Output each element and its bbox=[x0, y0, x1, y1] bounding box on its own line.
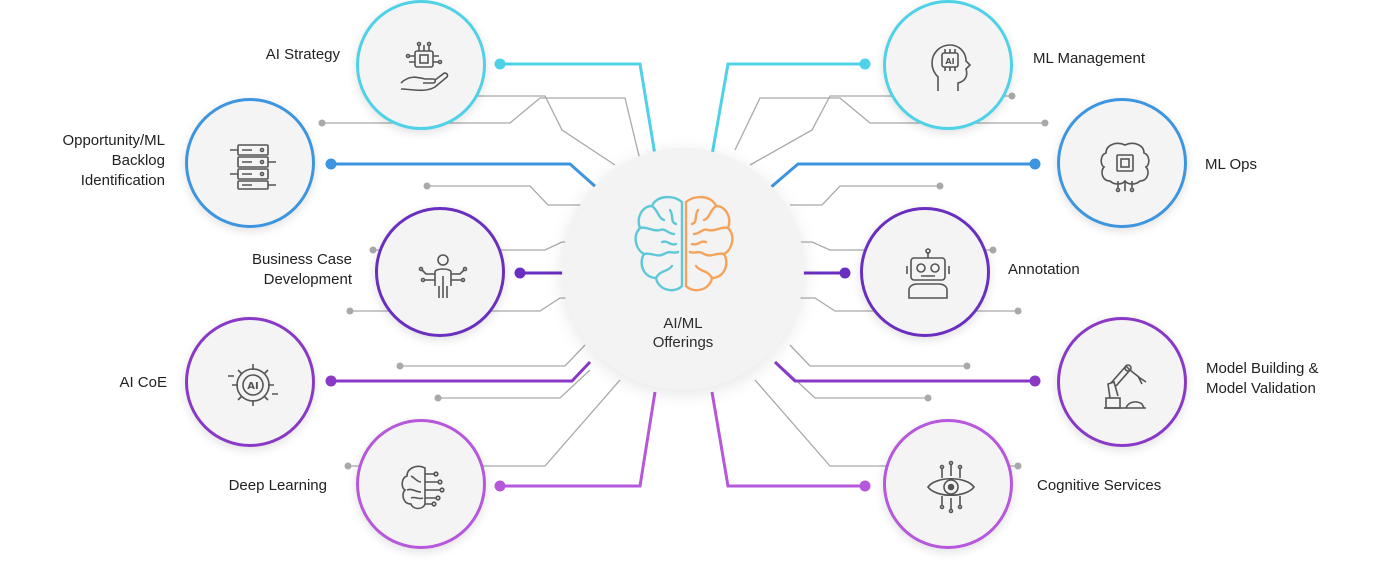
offering-connector-line bbox=[710, 62, 865, 156]
gray-connector-dot bbox=[1041, 119, 1049, 127]
offering-connector-line bbox=[769, 162, 1035, 190]
robot-icon bbox=[906, 248, 950, 299]
svg-text:AI: AI bbox=[945, 57, 954, 66]
gray-connector-line bbox=[790, 185, 940, 206]
gray-connector-dot bbox=[936, 182, 944, 190]
gray-connector-dot bbox=[318, 119, 326, 127]
offering-connector-dot bbox=[839, 267, 851, 279]
gray-connector-dot bbox=[989, 246, 997, 254]
offering-connector-dot bbox=[325, 158, 337, 170]
brain-icon bbox=[634, 195, 734, 292]
ai-head-icon: AI bbox=[931, 44, 972, 91]
gray-connector-dot bbox=[369, 246, 377, 254]
label-model-building: Model Building & Model Validation bbox=[1206, 360, 1319, 397]
offering-connector-dot bbox=[1029, 375, 1041, 387]
label-ai-coe: AI CoE bbox=[119, 374, 167, 391]
gray-connector-line bbox=[400, 344, 586, 367]
gray-connector-dot bbox=[963, 362, 971, 370]
offering-connector-line bbox=[331, 162, 598, 190]
brain-chip-icon bbox=[1100, 142, 1150, 193]
label-business-case: Business Case Development bbox=[251, 251, 352, 288]
hub-circle: AI/ML Offerings bbox=[562, 148, 804, 390]
gray-connector-dot bbox=[1014, 462, 1022, 470]
brain-circuit-icon bbox=[401, 465, 445, 510]
offering-connector-dot bbox=[1029, 158, 1041, 170]
offering-connector-line bbox=[500, 62, 657, 156]
offering-connector-line bbox=[773, 360, 1035, 383]
label-ml-ops: ML Ops bbox=[1205, 156, 1257, 173]
label-deep-learning: Deep Learning bbox=[228, 477, 327, 494]
server-rack-icon bbox=[230, 144, 276, 190]
label-opportunity-backlog: Opportunity/ML Backlog Identification bbox=[62, 132, 165, 189]
label-annotation: Annotation bbox=[1008, 261, 1080, 278]
offering-connector-dot bbox=[514, 267, 526, 279]
offering-connector-line bbox=[500, 391, 657, 488]
node-ml-ops[interactable] bbox=[1057, 98, 1187, 228]
gray-connector-line bbox=[427, 185, 585, 206]
offering-connector-dot bbox=[859, 58, 871, 70]
gray-connector-dot bbox=[924, 394, 932, 402]
offering-connector-dot bbox=[494, 480, 506, 492]
node-annotation[interactable] bbox=[860, 207, 990, 337]
robotic-arm-icon bbox=[1104, 364, 1147, 409]
offering-connector-dot bbox=[859, 480, 871, 492]
node-cognitive-services[interactable] bbox=[883, 419, 1013, 549]
gray-connector-dot bbox=[344, 462, 352, 470]
hub-title-line2: Offerings bbox=[652, 334, 714, 351]
gray-connector-dot bbox=[1008, 92, 1016, 100]
eye-circuit-icon bbox=[927, 460, 975, 514]
label-ai-strategy: AI Strategy bbox=[265, 46, 340, 63]
offering-connector-line bbox=[710, 391, 865, 488]
node-business-case[interactable] bbox=[375, 207, 505, 337]
node-ml-management[interactable]: AI bbox=[883, 0, 1013, 130]
gray-connector-line bbox=[789, 344, 967, 367]
person-network-icon bbox=[418, 254, 468, 298]
gray-connector-dot bbox=[423, 182, 431, 190]
offering-connector-dot bbox=[494, 58, 506, 70]
gray-connector-dot bbox=[434, 394, 442, 402]
node-model-building[interactable] bbox=[1057, 317, 1187, 447]
node-ai-coe[interactable]: AI bbox=[185, 317, 315, 447]
node-deep-learning[interactable] bbox=[356, 419, 486, 549]
hand-chip-icon bbox=[400, 41, 449, 92]
gray-connector-dot bbox=[1014, 307, 1022, 315]
gray-connector-dot bbox=[346, 307, 354, 315]
node-ai-strategy[interactable] bbox=[356, 0, 486, 130]
node-opportunity-backlog[interactable] bbox=[185, 98, 315, 228]
label-ml-management: ML Management bbox=[1033, 50, 1146, 67]
gray-connector-line bbox=[784, 369, 928, 399]
label-cognitive-services: Cognitive Services bbox=[1037, 477, 1162, 494]
offering-connector-line bbox=[331, 360, 592, 383]
svg-text:AI: AI bbox=[247, 381, 258, 392]
gray-connector-line bbox=[438, 369, 591, 399]
ai-gear-icon: AI bbox=[228, 364, 278, 406]
gray-connector-dot bbox=[396, 362, 404, 370]
offering-connector-dot bbox=[325, 375, 337, 387]
hub-title-line1: AI/ML bbox=[663, 315, 703, 332]
